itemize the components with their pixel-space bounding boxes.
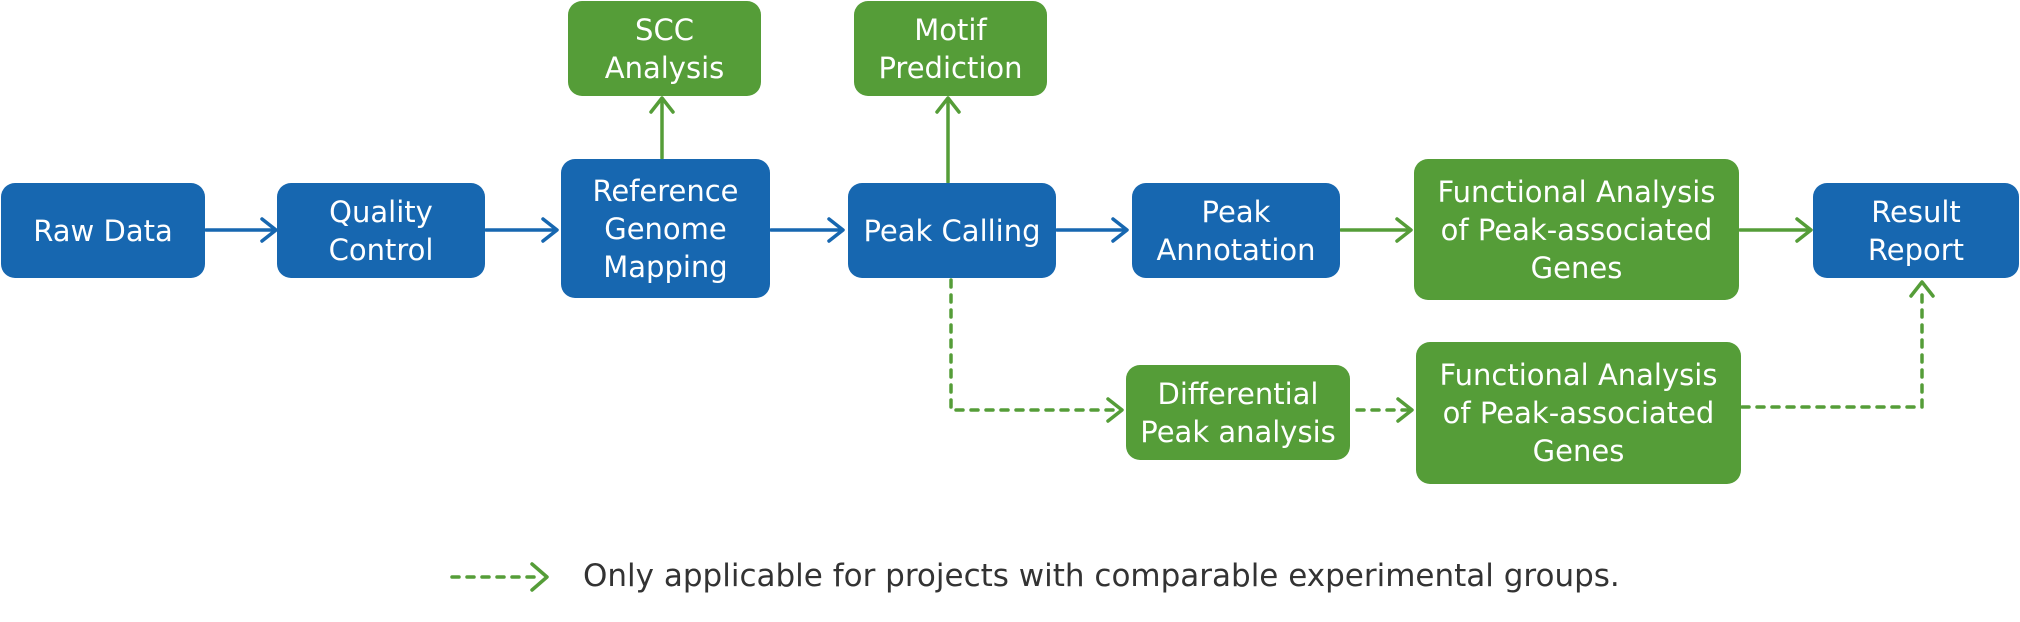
node-peak-calling: Peak Calling xyxy=(848,183,1056,278)
arrow-qc-to-mapping xyxy=(484,217,559,243)
node-functional-analysis-main: Functional Analysis of Peak-associated G… xyxy=(1414,159,1739,300)
node-functional-analysis-differential: Functional Analysis of Peak-associated G… xyxy=(1416,342,1741,484)
legend-label: Only applicable for projects with compar… xyxy=(583,558,1620,594)
node-result-report: Result Report xyxy=(1813,183,2019,278)
node-scc-analysis: SCC Analysis xyxy=(568,1,761,96)
node-raw-data: Raw Data xyxy=(1,183,205,278)
node-motif-prediction: Motif Prediction xyxy=(854,1,1047,96)
arrow-mapping-to-peakcalling xyxy=(769,217,845,243)
arrow-functional-to-report xyxy=(1738,217,1813,243)
dotted-arrow-peakcalling-to-differential xyxy=(949,278,1120,412)
node-differential-peak-analysis: Differential Peak analysis xyxy=(1126,365,1350,460)
node-peak-annotation: Peak Annotation xyxy=(1132,183,1340,278)
dotted-arrow-functional-to-report xyxy=(1740,290,1924,409)
node-reference-genome-mapping: Reference Genome Mapping xyxy=(561,159,770,298)
node-quality-control: Quality Control xyxy=(277,183,485,278)
arrow-annotation-to-functional xyxy=(1339,217,1413,243)
arrow-raw-to-qc xyxy=(204,217,278,243)
arrow-peakcalling-to-motif xyxy=(935,96,961,184)
arrow-peakcalling-to-annotation xyxy=(1055,217,1129,243)
arrow-mapping-to-scc xyxy=(649,96,675,160)
